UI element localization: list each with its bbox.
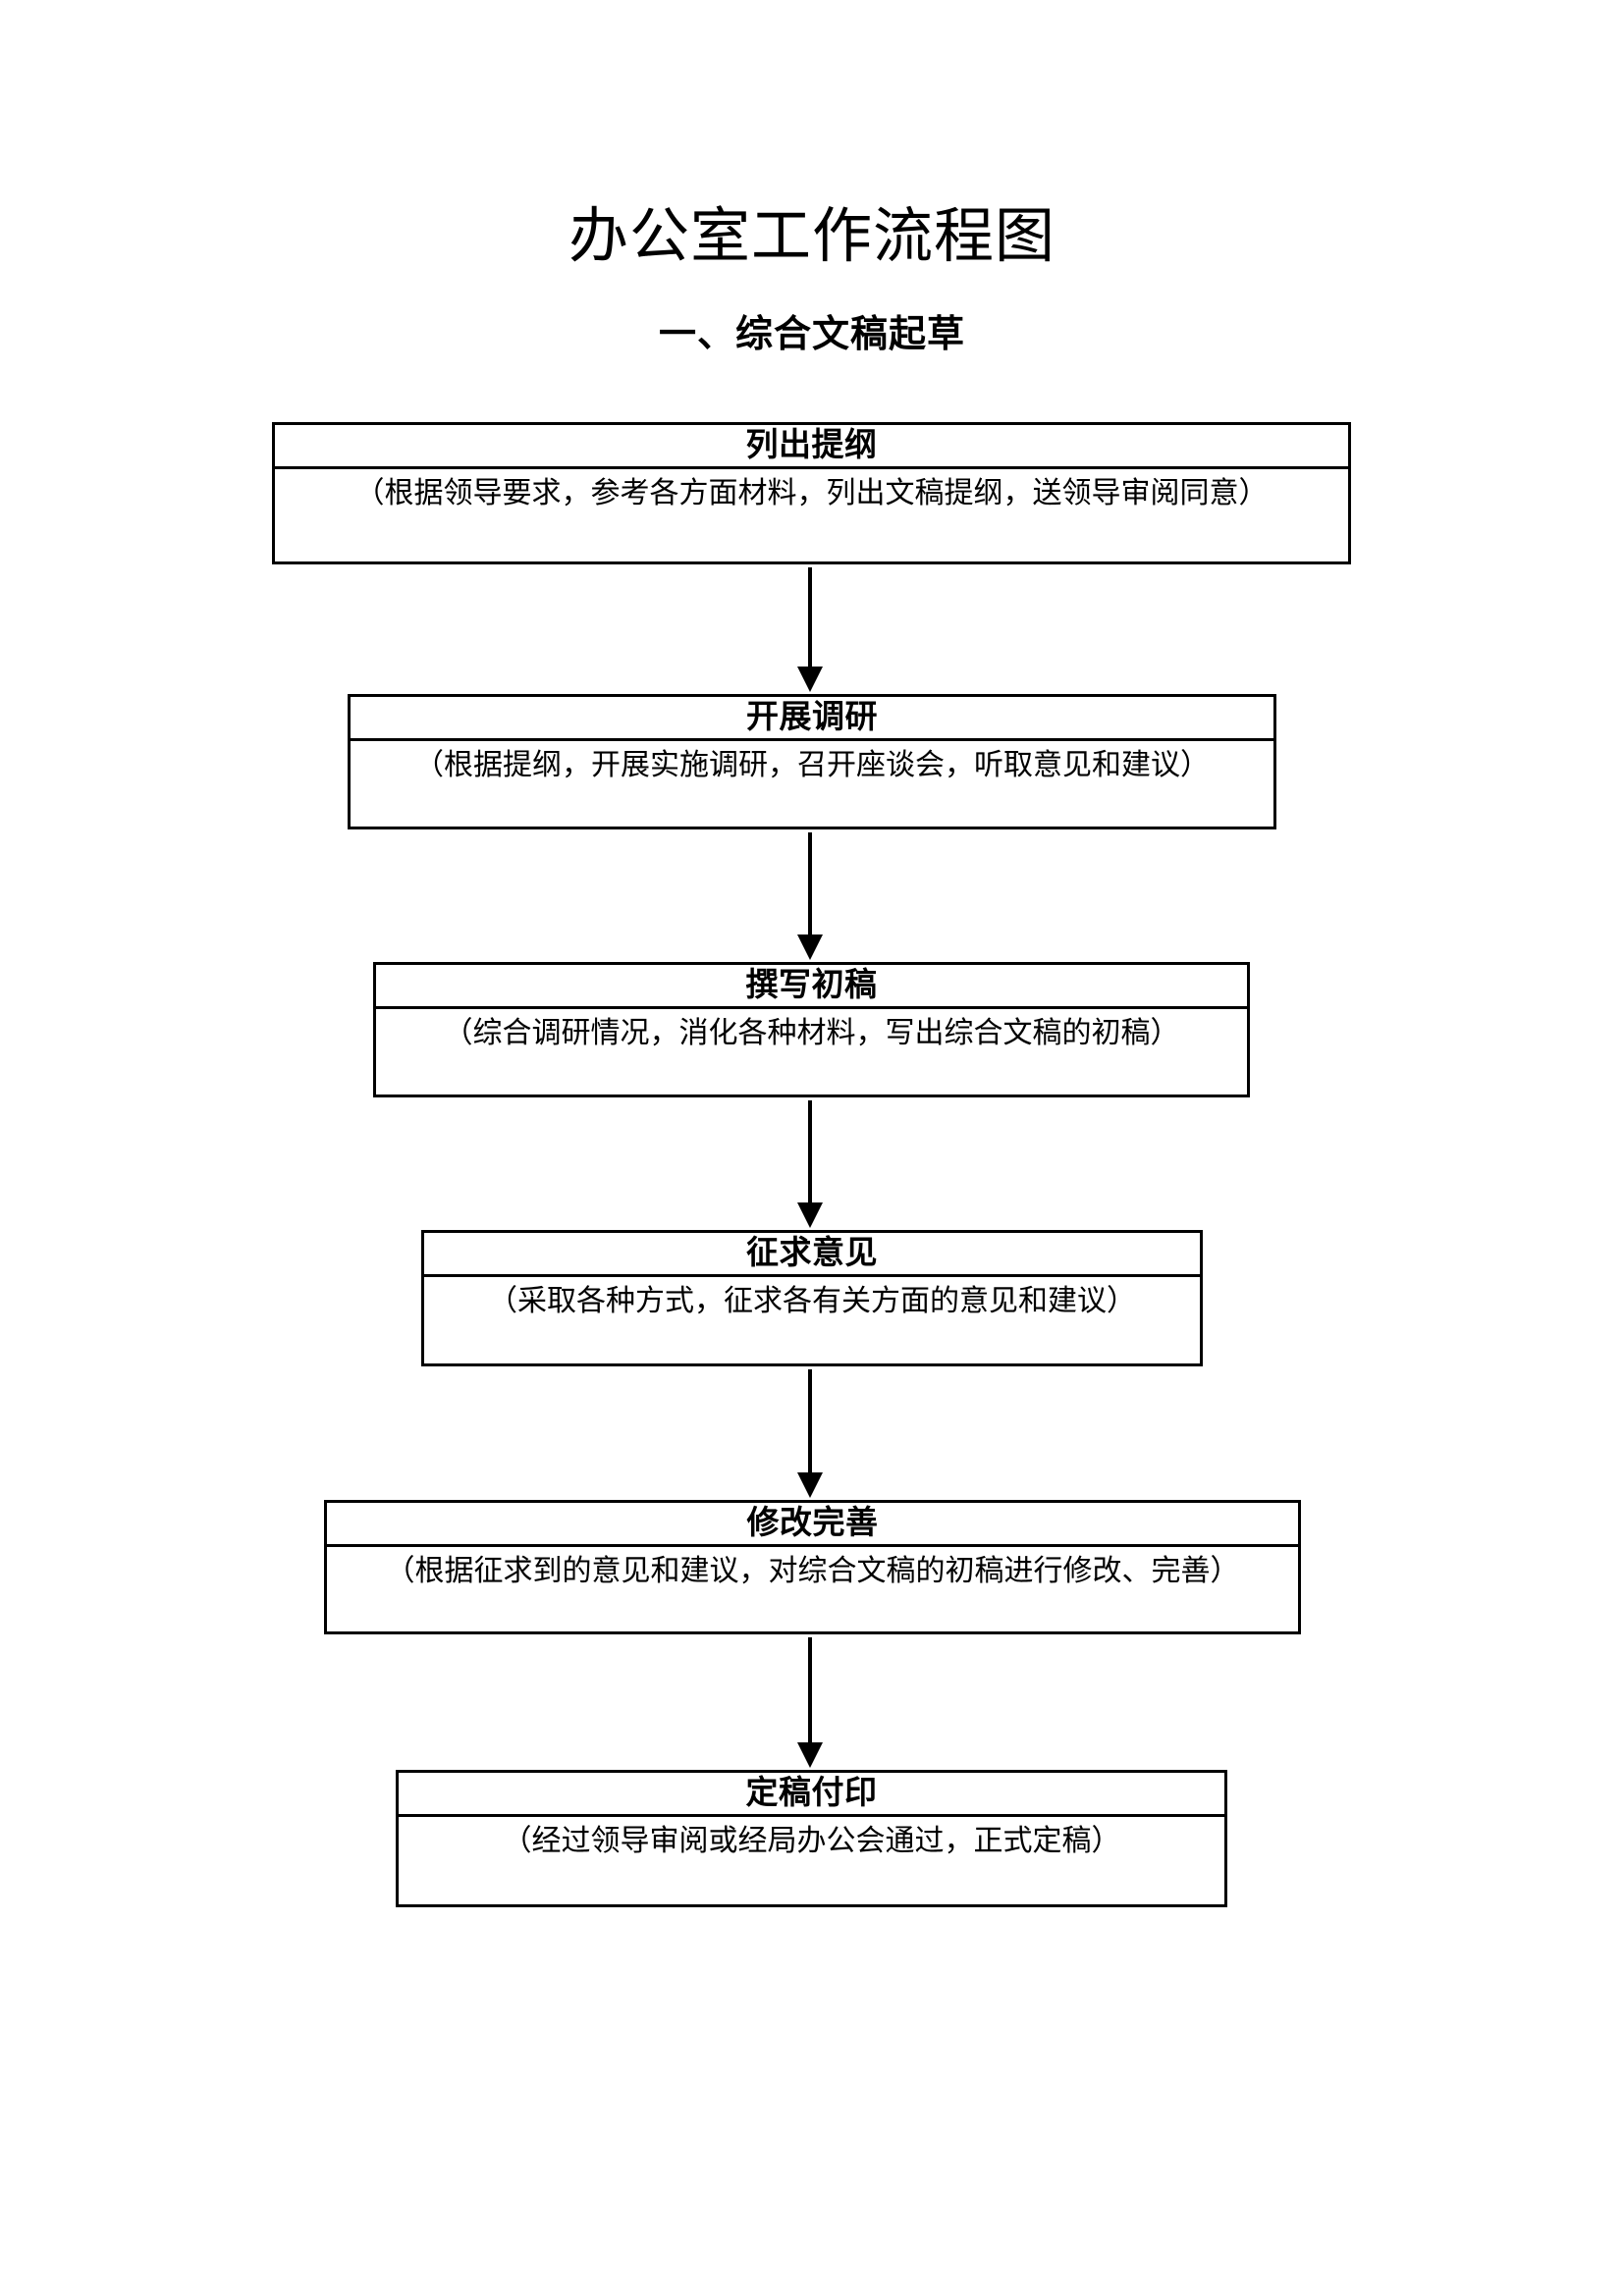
flow-step-2: 开展调研 （根据提纲，开展实施调研，召开座谈会，听取意见和建议） [348,694,1276,829]
flow-step-4-description: （采取各种方式，征求各有关方面的意见和建议） [488,1285,1136,1317]
flow-step-4: 征求意见 （采取各种方式，征求各有关方面的意见和建议） [421,1230,1203,1366]
flow-step-6-title: 定稿付印 [399,1773,1224,1817]
arrow-down-icon-3 [793,1100,827,1228]
arrow-down-icon-1 [793,567,827,692]
arrow-head [797,1202,823,1228]
arrow-shaft [808,1100,812,1202]
arrow-down-icon-2 [793,832,827,960]
flow-step-5-title: 修改完善 [327,1503,1298,1547]
flow-step-2-title: 开展调研 [351,697,1273,741]
flow-step-3-description: （综合调研情况，消化各种材料，写出综合文稿的初稿） [443,1017,1180,1049]
arrow-head [797,1742,823,1768]
flow-step-3-title: 撰写初稿 [376,965,1247,1009]
flow-step-6-description: （经过领导审阅或经局办公会通过，正式定稿） [502,1825,1121,1857]
flow-step-1: 列出提纲 （根据领导要求，参考各方面材料，列出文稿提纲，送领导审阅同意） [272,422,1351,564]
arrow-shaft [808,1637,812,1742]
flow-step-1-title: 列出提纲 [275,425,1348,469]
arrow-down-icon-4 [793,1369,827,1498]
arrow-head [797,934,823,960]
page-title: 办公室工作流程图 [568,201,1056,271]
flow-step-5: 修改完善 （根据征求到的意见和建议，对综合文稿的初稿进行修改、完善） [324,1500,1301,1634]
flow-step-1-description: （根据领导要求，参考各方面材料，列出文稿提纲，送领导审阅同意） [354,477,1269,509]
arrow-down-icon-5 [793,1637,827,1768]
section-heading: 一、综合文稿起草 [658,312,965,355]
flow-step-4-title: 征求意见 [424,1233,1200,1277]
arrow-head [797,667,823,692]
flow-step-2-description: （根据提纲，开展实施调研，召开座谈会，听取意见和建议） [414,749,1210,781]
flow-step-5-description: （根据征求到的意见和建议，对综合文稿的初稿进行修改、完善） [385,1555,1240,1587]
flow-step-6: 定稿付印 （经过领导审阅或经局办公会通过，正式定稿） [396,1770,1227,1907]
arrow-shaft [808,567,812,667]
arrow-shaft [808,832,812,934]
flow-step-3: 撰写初稿 （综合调研情况，消化各种材料，写出综合文稿的初稿） [373,962,1250,1097]
arrow-shaft [808,1369,812,1472]
arrow-head [797,1472,823,1498]
